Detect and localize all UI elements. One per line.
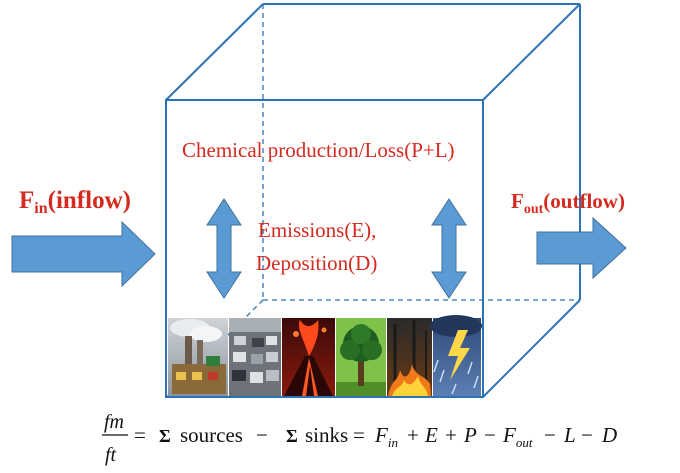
- equation-f-in: Fin: [374, 423, 398, 450]
- cube-front-face: [165, 99, 484, 398]
- outflow-text: (outflow): [543, 189, 625, 213]
- equation-numerator: fm: [104, 411, 124, 433]
- outflow-arrow-icon: [536, 216, 627, 280]
- equation-f-out: Fout: [502, 423, 533, 450]
- mass-balance-equation: fm ft = Σ sources − Σ sinks = Fin + E + …: [102, 411, 617, 466]
- volcano-eruption-image: [282, 318, 335, 396]
- equation-minus-3: −: [544, 423, 556, 447]
- equation-e: E: [424, 423, 438, 447]
- traffic-jam-image: [229, 318, 281, 396]
- equation-minus-1: −: [256, 423, 268, 447]
- equation-denominator: ft: [105, 444, 117, 466]
- equation-d: D: [601, 423, 617, 447]
- emissions-label: Emissions(E),: [258, 218, 376, 242]
- equation-l: L: [563, 423, 576, 447]
- inflow-arrow-icon: [11, 220, 156, 288]
- equation-p: P: [463, 423, 477, 447]
- outflow-subscript: out: [524, 202, 544, 217]
- inflow-subscript: in: [34, 200, 47, 217]
- inflow-f: F: [19, 187, 34, 214]
- f-in-symbol: F: [374, 423, 388, 447]
- production-loss-double-arrow-icon: [206, 198, 242, 299]
- chemical-production-loss-label: Chemical production/Loss(P+L): [182, 138, 455, 162]
- equation-minus-2: −: [484, 423, 496, 447]
- cube-back-diagonal-edge: [165, 299, 264, 398]
- source-images-strip: [168, 315, 482, 396]
- f-out-symbol: F: [502, 423, 516, 447]
- equation-minus-4: −: [581, 423, 593, 447]
- emission-deposition-double-arrow-icon: [431, 198, 467, 299]
- cube-bottom-right-diagonal: [482, 299, 581, 398]
- cube-box: [165, 3, 581, 398]
- forest-fire-image: [387, 318, 432, 396]
- equation-sinks: sinks: [305, 423, 348, 447]
- equation-plus-1: +: [407, 423, 419, 447]
- inflow-label: Fin(inflow): [19, 187, 131, 217]
- sum-symbol-sinks: Σ: [286, 426, 298, 446]
- factory-smokestack-image: [168, 318, 228, 396]
- equation-sources: sources: [180, 423, 243, 447]
- outflow-label: Fout(outflow): [511, 189, 625, 217]
- outflow-f: F: [511, 189, 524, 213]
- equation-equals-2: =: [353, 423, 365, 447]
- tree-image: [336, 318, 386, 396]
- lightning-storm-image: [430, 315, 482, 396]
- equation-equals-1: =: [134, 423, 146, 447]
- equation-plus-2: +: [445, 423, 457, 447]
- f-out-subscript: out: [516, 435, 533, 450]
- sum-symbol-sources: Σ: [159, 426, 171, 446]
- f-in-subscript: in: [388, 435, 398, 450]
- cube-top-right-diagonal: [482, 3, 581, 101]
- deposition-label: Deposition(D): [256, 251, 377, 275]
- inflow-text: (inflow): [48, 187, 131, 214]
- cube-top-left-diagonal: [165, 3, 264, 101]
